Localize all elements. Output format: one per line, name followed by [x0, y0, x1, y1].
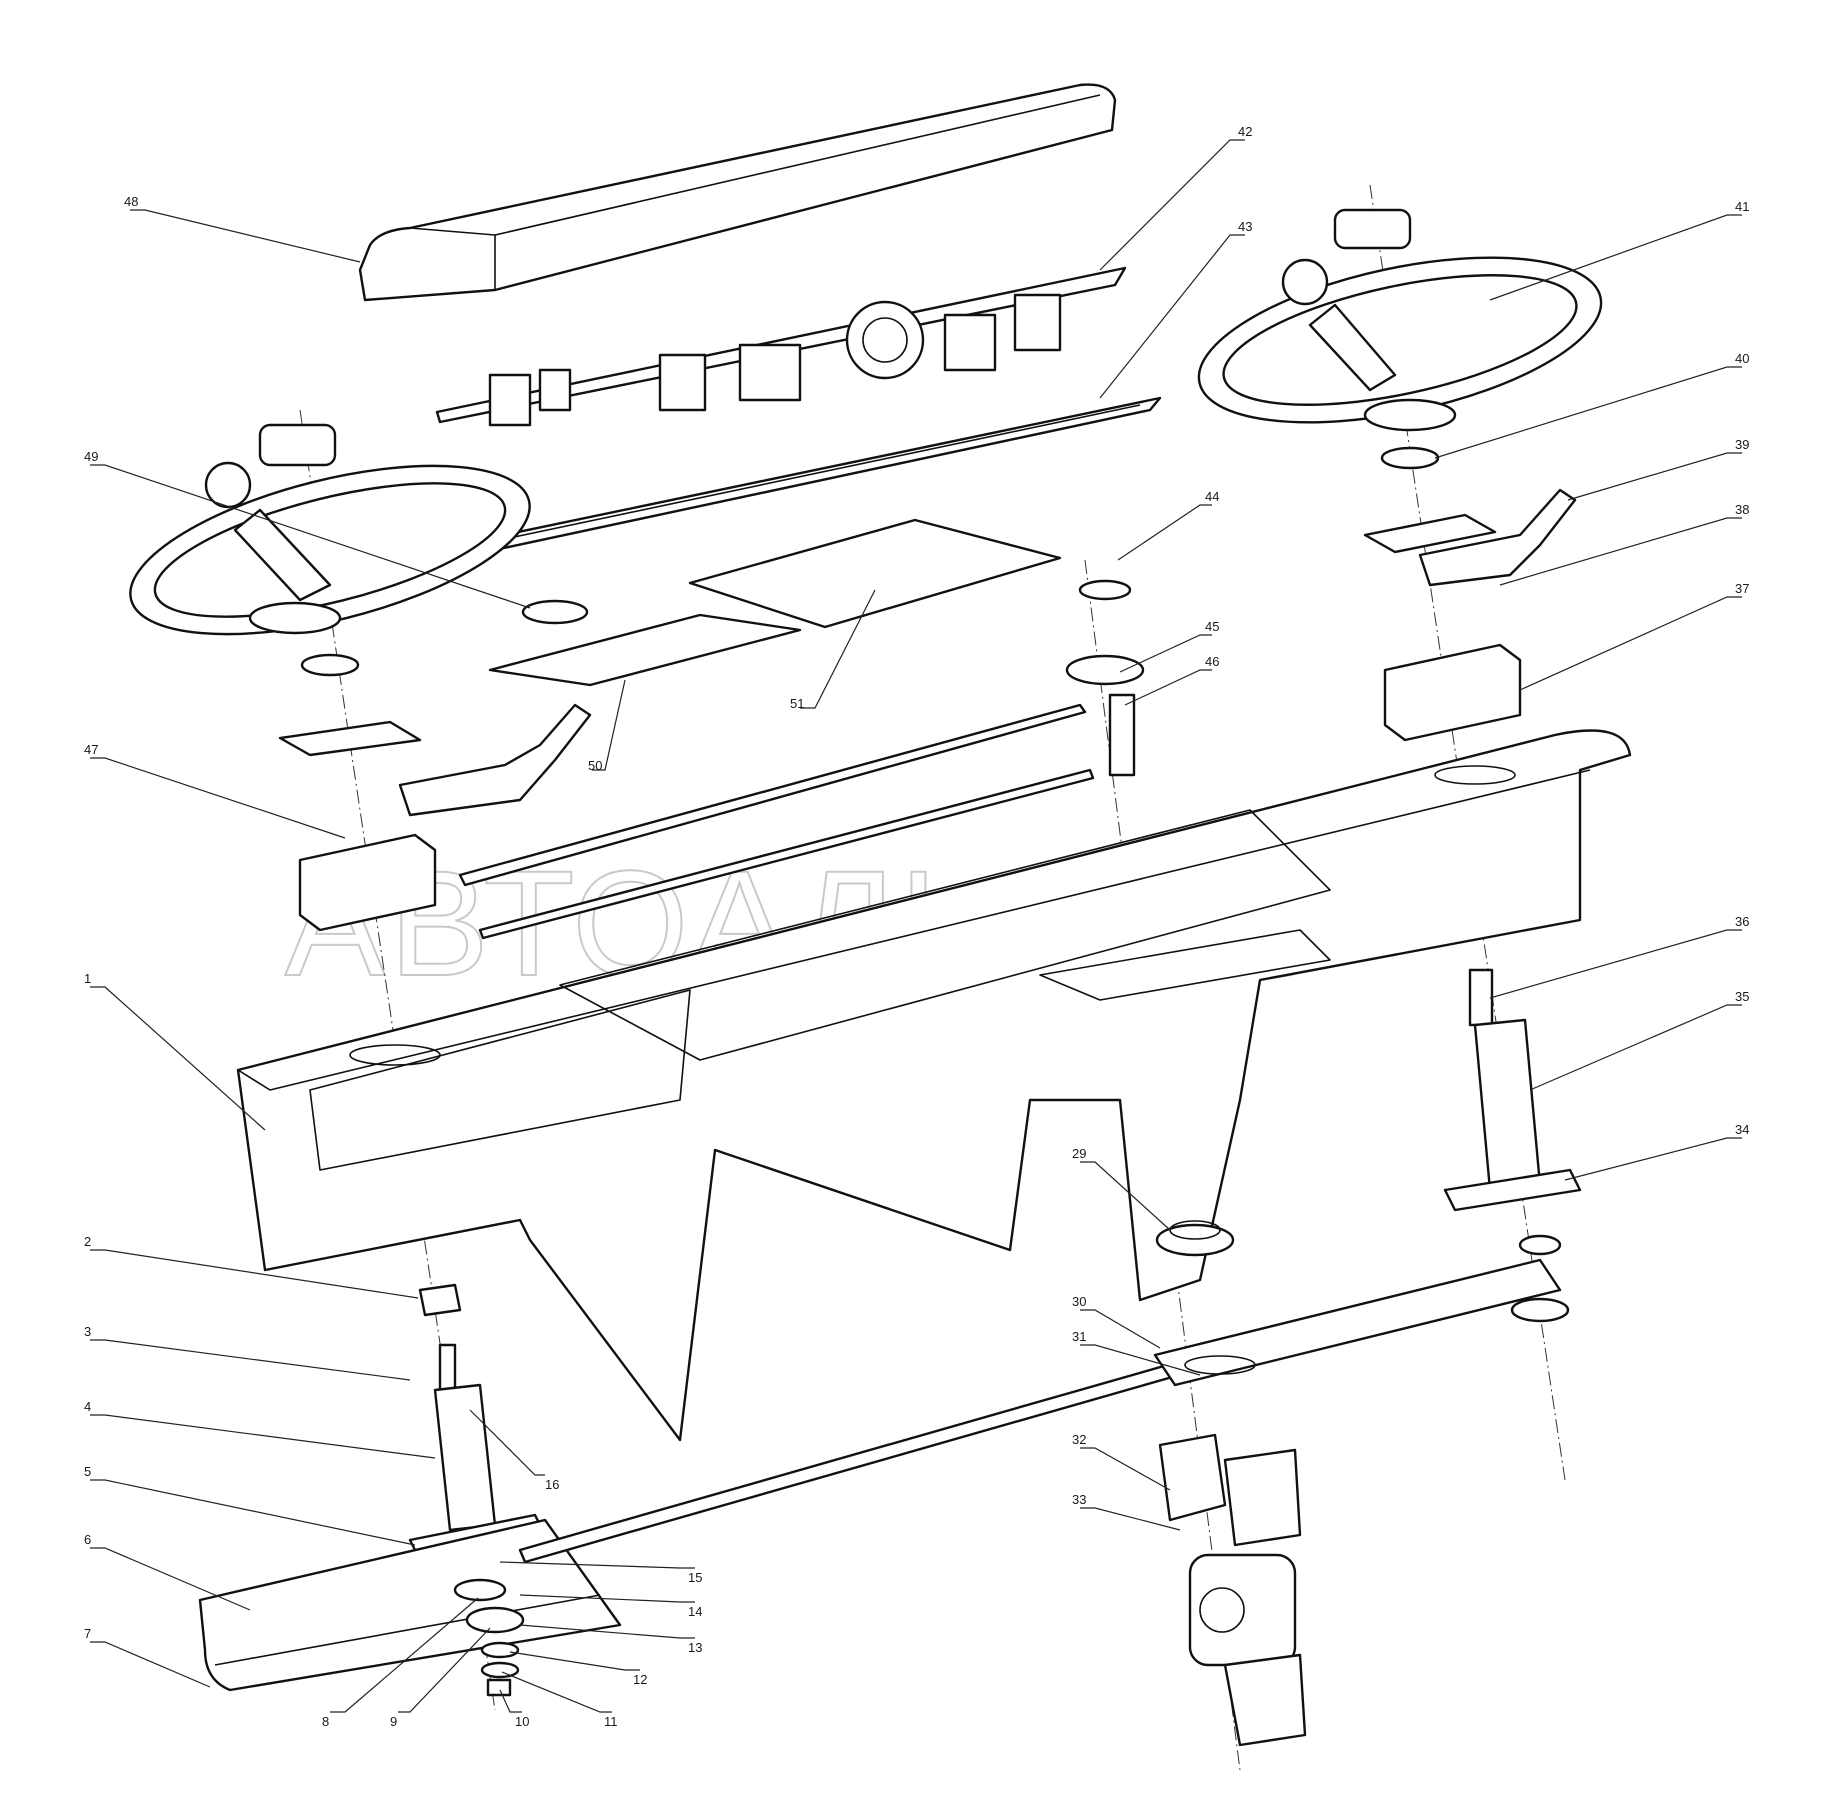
bracket-plate	[1153, 1258, 1562, 1387]
part-label: 12	[633, 1672, 647, 1687]
part-label: 5	[84, 1464, 91, 1479]
panel-gasket	[478, 396, 1162, 554]
part-label: 10	[515, 1714, 529, 1729]
top-cover	[358, 83, 1117, 302]
part-label: 35	[1735, 989, 1749, 1004]
column-shaft-46	[1108, 693, 1136, 777]
part-label: 45	[1205, 619, 1219, 634]
part-label: 11	[604, 1714, 618, 1729]
left-steering-column	[408, 1283, 547, 1562]
part-label: 51	[790, 696, 804, 711]
flange-plates	[278, 513, 1497, 757]
part-label: 34	[1735, 1122, 1749, 1137]
part-label: 6	[84, 1532, 91, 1547]
part-label: 50	[588, 758, 602, 773]
part-label: 3	[84, 1324, 91, 1339]
part-label: 49	[84, 449, 98, 464]
part-label: 42	[1238, 124, 1252, 139]
switch-panel	[435, 266, 1127, 427]
part-label: 9	[390, 1714, 397, 1729]
part-label: 36	[1735, 914, 1749, 929]
part-label: 47	[84, 742, 98, 757]
part-label: 39	[1735, 437, 1749, 452]
part-label: 43	[1238, 219, 1252, 234]
right-steering-column	[1443, 968, 1582, 1323]
leader-lines	[90, 139, 1742, 1713]
part-label: 48	[124, 194, 138, 209]
part-label: 38	[1735, 502, 1749, 517]
part-label: 13	[688, 1640, 702, 1655]
rings	[300, 446, 1440, 686]
coupling-29	[1155, 1220, 1235, 1257]
dashboard-housing	[236, 729, 1632, 1442]
part-label: 8	[322, 1714, 329, 1729]
part-label: 4	[84, 1399, 91, 1414]
part-labels: 1 2 3 4 5 6 7 8 9 10 11 12 13 14 15 16 2…	[84, 124, 1749, 1729]
steering-unit-32	[1158, 1433, 1307, 1747]
turn-levers	[398, 488, 1577, 817]
part-label: 37	[1735, 581, 1749, 596]
part-label: 46	[1205, 654, 1219, 669]
part-label: 14	[688, 1604, 702, 1619]
part-label: 15	[688, 1570, 702, 1585]
part-label: 32	[1072, 1432, 1086, 1447]
part-label: 7	[84, 1626, 91, 1641]
part-label: 40	[1735, 351, 1749, 366]
trim-strips	[458, 703, 1095, 940]
part-label: 41	[1735, 199, 1749, 214]
part-label: 31	[1072, 1329, 1086, 1344]
left-steering-wheel	[129, 423, 531, 636]
part-label: 44	[1205, 489, 1219, 504]
part-label: 33	[1072, 1492, 1086, 1507]
part-label: 29	[1072, 1146, 1086, 1161]
right-steering-wheel	[1197, 208, 1603, 432]
cover-plate	[688, 518, 1062, 629]
part-label: 1	[84, 971, 91, 986]
lower-left-stack	[453, 1578, 525, 1697]
small-plate	[488, 613, 802, 687]
part-label: 2	[84, 1234, 91, 1249]
part-label: 30	[1072, 1294, 1086, 1309]
part-label: 16	[545, 1477, 559, 1492]
switch-boxes	[298, 643, 1522, 932]
